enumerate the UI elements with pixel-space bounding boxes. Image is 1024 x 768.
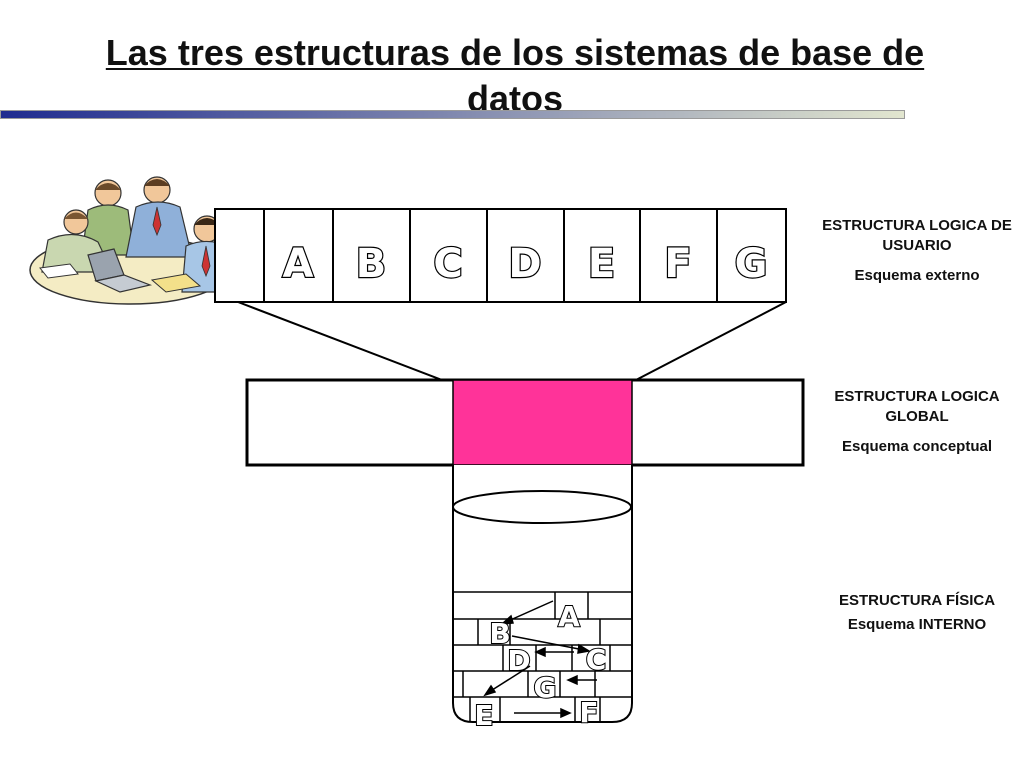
physical-storage-cylinder: A B C DG E F (452, 465, 633, 733)
global-structure-label: ESTRUCTURA LOGICA GLOBAL (834, 388, 1000, 425)
internal-schema-label: Esquema INTERNO (847, 616, 987, 633)
physical-record-letter: E (474, 699, 493, 732)
title-gradient-bar (0, 110, 905, 119)
external-field-cell (563, 208, 641, 303)
physical-structure-label-group: ESTRUCTURA FÍSICA Esquema INTERNO (812, 591, 1022, 635)
external-schema-label: Esquema externo (854, 267, 980, 284)
physical-record-letter: F (579, 696, 598, 729)
external-field-letter: A (283, 241, 315, 287)
office-team-clipart-icon (29, 176, 241, 305)
physical-record-letter: B (489, 617, 510, 650)
physical-record-letter: G (534, 671, 557, 704)
external-field-letter: D (508, 241, 542, 287)
mapping-line-left (237, 301, 456, 386)
external-field-cell (486, 208, 565, 303)
external-structure-label: ESTRUCTURA LOGICA DE USUARIO (822, 217, 1012, 254)
conceptual-schema-label: Esquema conceptual (841, 438, 993, 455)
external-field-letter: C (433, 241, 463, 287)
external-structure-label-group: ESTRUCTURA LOGICA DE USUARIO Esquema ext… (812, 216, 1022, 286)
global-structure-record (245, 378, 805, 467)
external-field-letter: G (735, 241, 769, 287)
physical-record-letter: D (507, 644, 530, 677)
physical-structure-label: ESTRUCTURA FÍSICA (838, 592, 996, 609)
external-field-cell (716, 208, 787, 303)
mapping-line-right (631, 301, 787, 383)
physical-pointer-arrows (483, 600, 597, 719)
page-title: Las tres estructuras de los sistemas de … (105, 32, 925, 119)
external-field-letter: B (356, 241, 388, 287)
physical-record-letter: A (558, 600, 580, 633)
external-field-cell (409, 208, 488, 303)
global-structure-label-group: ESTRUCTURA LOGICA GLOBAL Esquema concept… (812, 387, 1022, 457)
global-highlight-segment (452, 379, 633, 466)
physical-record-letter: C (586, 643, 607, 676)
external-field-letter: E (588, 241, 616, 287)
external-field-letter: F (664, 241, 692, 287)
